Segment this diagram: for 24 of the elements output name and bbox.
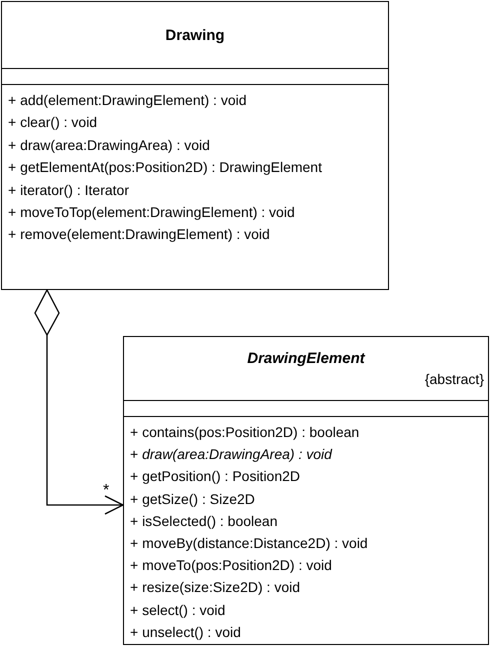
method-signature: + moveTo(pos:Position2D) : void	[130, 556, 333, 576]
method-signature: + remove(element:DrawingElement) : void	[8, 225, 271, 244]
multiplicity-label: *	[103, 483, 110, 499]
method-signature: + select() : void	[130, 600, 226, 620]
class-box	[1, 1, 389, 290]
method-signature: + unselect() : void	[130, 622, 242, 642]
method-signature: + getSize() : Size2D	[130, 490, 256, 509]
method-signature: + contains(pos:Position2D) : boolean	[130, 423, 360, 442]
class-name: DrawingElement	[247, 350, 365, 367]
method-signature: + add(element:DrawingElement) : void	[8, 91, 248, 110]
method-signature: + moveToTop(element:DrawingElement) : void	[8, 203, 296, 222]
method-signature: + isSelected() : boolean	[130, 512, 278, 531]
method-signature: + getElementAt(pos:Position2D) : DrawingElement	[8, 158, 323, 178]
method-signature: + clear() : void	[8, 113, 98, 132]
method-signature: + draw(area:DrawingArea) : void	[8, 136, 211, 155]
method-signature: + resize(size:Size2D) : void	[130, 578, 302, 598]
aggregation-arrow	[34, 289, 124, 515]
stereotype-label: {abstract}	[424, 371, 484, 387]
method-signature: + getPosition() : Position2D	[130, 467, 302, 486]
class-box	[123, 336, 489, 645]
class-name: Drawing	[165, 26, 225, 44]
method-signature: + draw(area:DrawingArea) : void	[130, 445, 334, 464]
method-signature: + iterator() : Iterator	[8, 180, 130, 200]
method-signature: + moveBy(distance:Distance2D) : void	[130, 534, 369, 554]
